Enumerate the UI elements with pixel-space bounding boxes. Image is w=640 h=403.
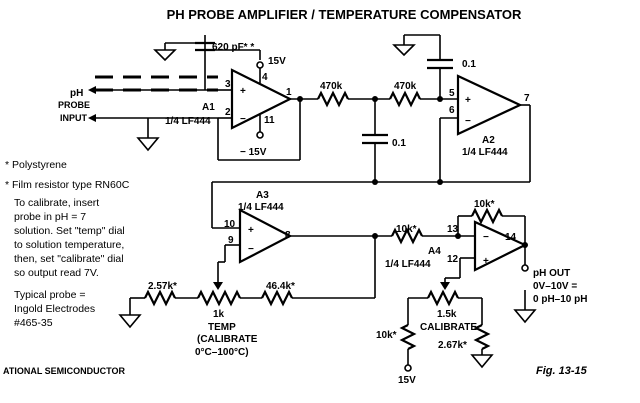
page-title: PH PROBE AMPLIFIER / TEMPERATURE COMPENS… — [167, 7, 522, 22]
a1-minus: − — [240, 114, 246, 125]
a4-name: A4 — [428, 246, 441, 257]
a1-vpos: 15V — [268, 56, 286, 67]
capacitor-620pf — [153, 35, 261, 90]
bottom-supply: 15V — [398, 375, 416, 386]
a2-name: A2 — [482, 135, 495, 146]
a4-pin12: 12 — [447, 254, 459, 265]
opamp-a1 — [217, 61, 301, 161]
a2-type: 1/4 LF444 — [462, 147, 508, 158]
pot-temp — [197, 289, 262, 307]
note-polystyrene: * Polystyrene — [5, 159, 67, 171]
r-464k-label: 46.4k* — [266, 281, 295, 292]
a2-pin6: 6 — [449, 105, 455, 116]
opamp-a2 — [212, 74, 531, 183]
probe-label: PROBE — [58, 100, 90, 110]
note-cal-6: so output read 7V. — [14, 267, 99, 279]
cap-mid-label: 0.1 — [392, 138, 406, 149]
a1-pin11: 11 — [264, 115, 275, 126]
a3-type: 1/4 LF444 — [238, 202, 284, 213]
note-film-resistor: * Film resistor type RN60C — [5, 179, 130, 191]
ground-symbol — [136, 137, 160, 152]
output-line3: 0 pH–10 pH — [533, 294, 587, 305]
r-257k — [118, 289, 198, 329]
a1-pin3: 3 — [225, 79, 231, 90]
a1-pin1: 1 — [286, 87, 292, 98]
probe-input-wires — [88, 86, 218, 138]
note-cal-1: To calibrate, insert — [14, 197, 99, 209]
capacitor-mid — [362, 99, 388, 182]
calibrate-label: CALIBRATE — [420, 322, 477, 333]
note-probe-1: Typical probe = — [14, 289, 86, 301]
temp-sub2: 0°C–100°C) — [195, 347, 249, 358]
a3-pin10: 10 — [224, 219, 236, 230]
a3-name: A3 — [256, 190, 269, 201]
r-in4-label: 10k* — [396, 224, 417, 235]
cap-620pf-label: 620 pF* * — [212, 42, 254, 53]
ph-label: pH — [70, 88, 83, 99]
output-line1: pH OUT — [533, 268, 570, 279]
a1-vneg: − 15V — [240, 147, 267, 158]
a1-type: 1/4 LF444 — [165, 116, 211, 127]
output-line2: 0V–10V = — [533, 281, 577, 292]
temp-sub1: (CALIBRATE — [197, 334, 258, 345]
a2-minus: − — [465, 116, 471, 127]
cap-a2-label: 0.1 — [462, 59, 476, 70]
r2-label: 470k — [394, 81, 417, 92]
r1-label: 470k — [320, 81, 343, 92]
r-267k-bot-label: 2.67k* — [438, 340, 467, 351]
note-cal-2: probe in pH = 7 — [14, 211, 86, 223]
r-464k — [261, 289, 375, 307]
a3-pin8: 8 — [285, 230, 291, 241]
r-fb4-label: 10k* — [474, 199, 495, 210]
a3-plus: + — [248, 225, 254, 236]
temp-label: TEMP — [208, 322, 236, 333]
a4-minus: + — [483, 256, 489, 267]
a3-minus: − — [248, 244, 254, 255]
a4-type: 1/4 LF444 — [385, 259, 431, 270]
pot-calibrate — [399, 289, 494, 372]
r2-470k — [389, 90, 458, 108]
company-footer: ATIONAL SEMICONDUCTOR — [3, 366, 126, 376]
a4-pin13: 13 — [447, 224, 459, 235]
a2-pin7: 7 — [524, 93, 530, 104]
opamp-a3 — [211, 182, 376, 298]
r-10k-bot-label: 10k* — [376, 330, 397, 341]
input-label: INPUT — [60, 113, 88, 123]
note-cal-3: solution. Set "temp" dial — [14, 225, 125, 237]
opamp-a4 — [440, 220, 537, 324]
note-cal-4: to solution temperature, — [14, 239, 124, 251]
pot-temp-label: 1k — [213, 309, 225, 320]
r-in4 — [375, 227, 475, 245]
r-fb4 — [457, 207, 526, 245]
r1-470k — [290, 90, 390, 108]
a1-name: A1 — [202, 102, 215, 113]
r-257k-label: 2.57k* — [148, 281, 177, 292]
a1-plus: + — [240, 86, 246, 97]
pot-cal-label: 1.5k — [437, 309, 457, 320]
a2-pin5: 5 — [449, 88, 455, 99]
figure-label: Fig. 13-15 — [536, 365, 588, 377]
a3-pin9: 9 — [228, 235, 234, 246]
a1-pin4: 4 — [262, 72, 268, 83]
a2-plus: + — [465, 95, 471, 106]
a4-pin14: 14 — [505, 232, 517, 243]
a4-plus: − — [483, 232, 489, 243]
capacitor-a2 — [392, 34, 453, 99]
a1-pin2: 2 — [225, 107, 231, 118]
note-probe-2: Ingold Electrodes — [14, 303, 95, 315]
probe-cable — [95, 75, 218, 92]
note-probe-3: #465-35 — [14, 317, 53, 329]
note-cal-5: then, set "calibrate" dial — [14, 253, 124, 265]
